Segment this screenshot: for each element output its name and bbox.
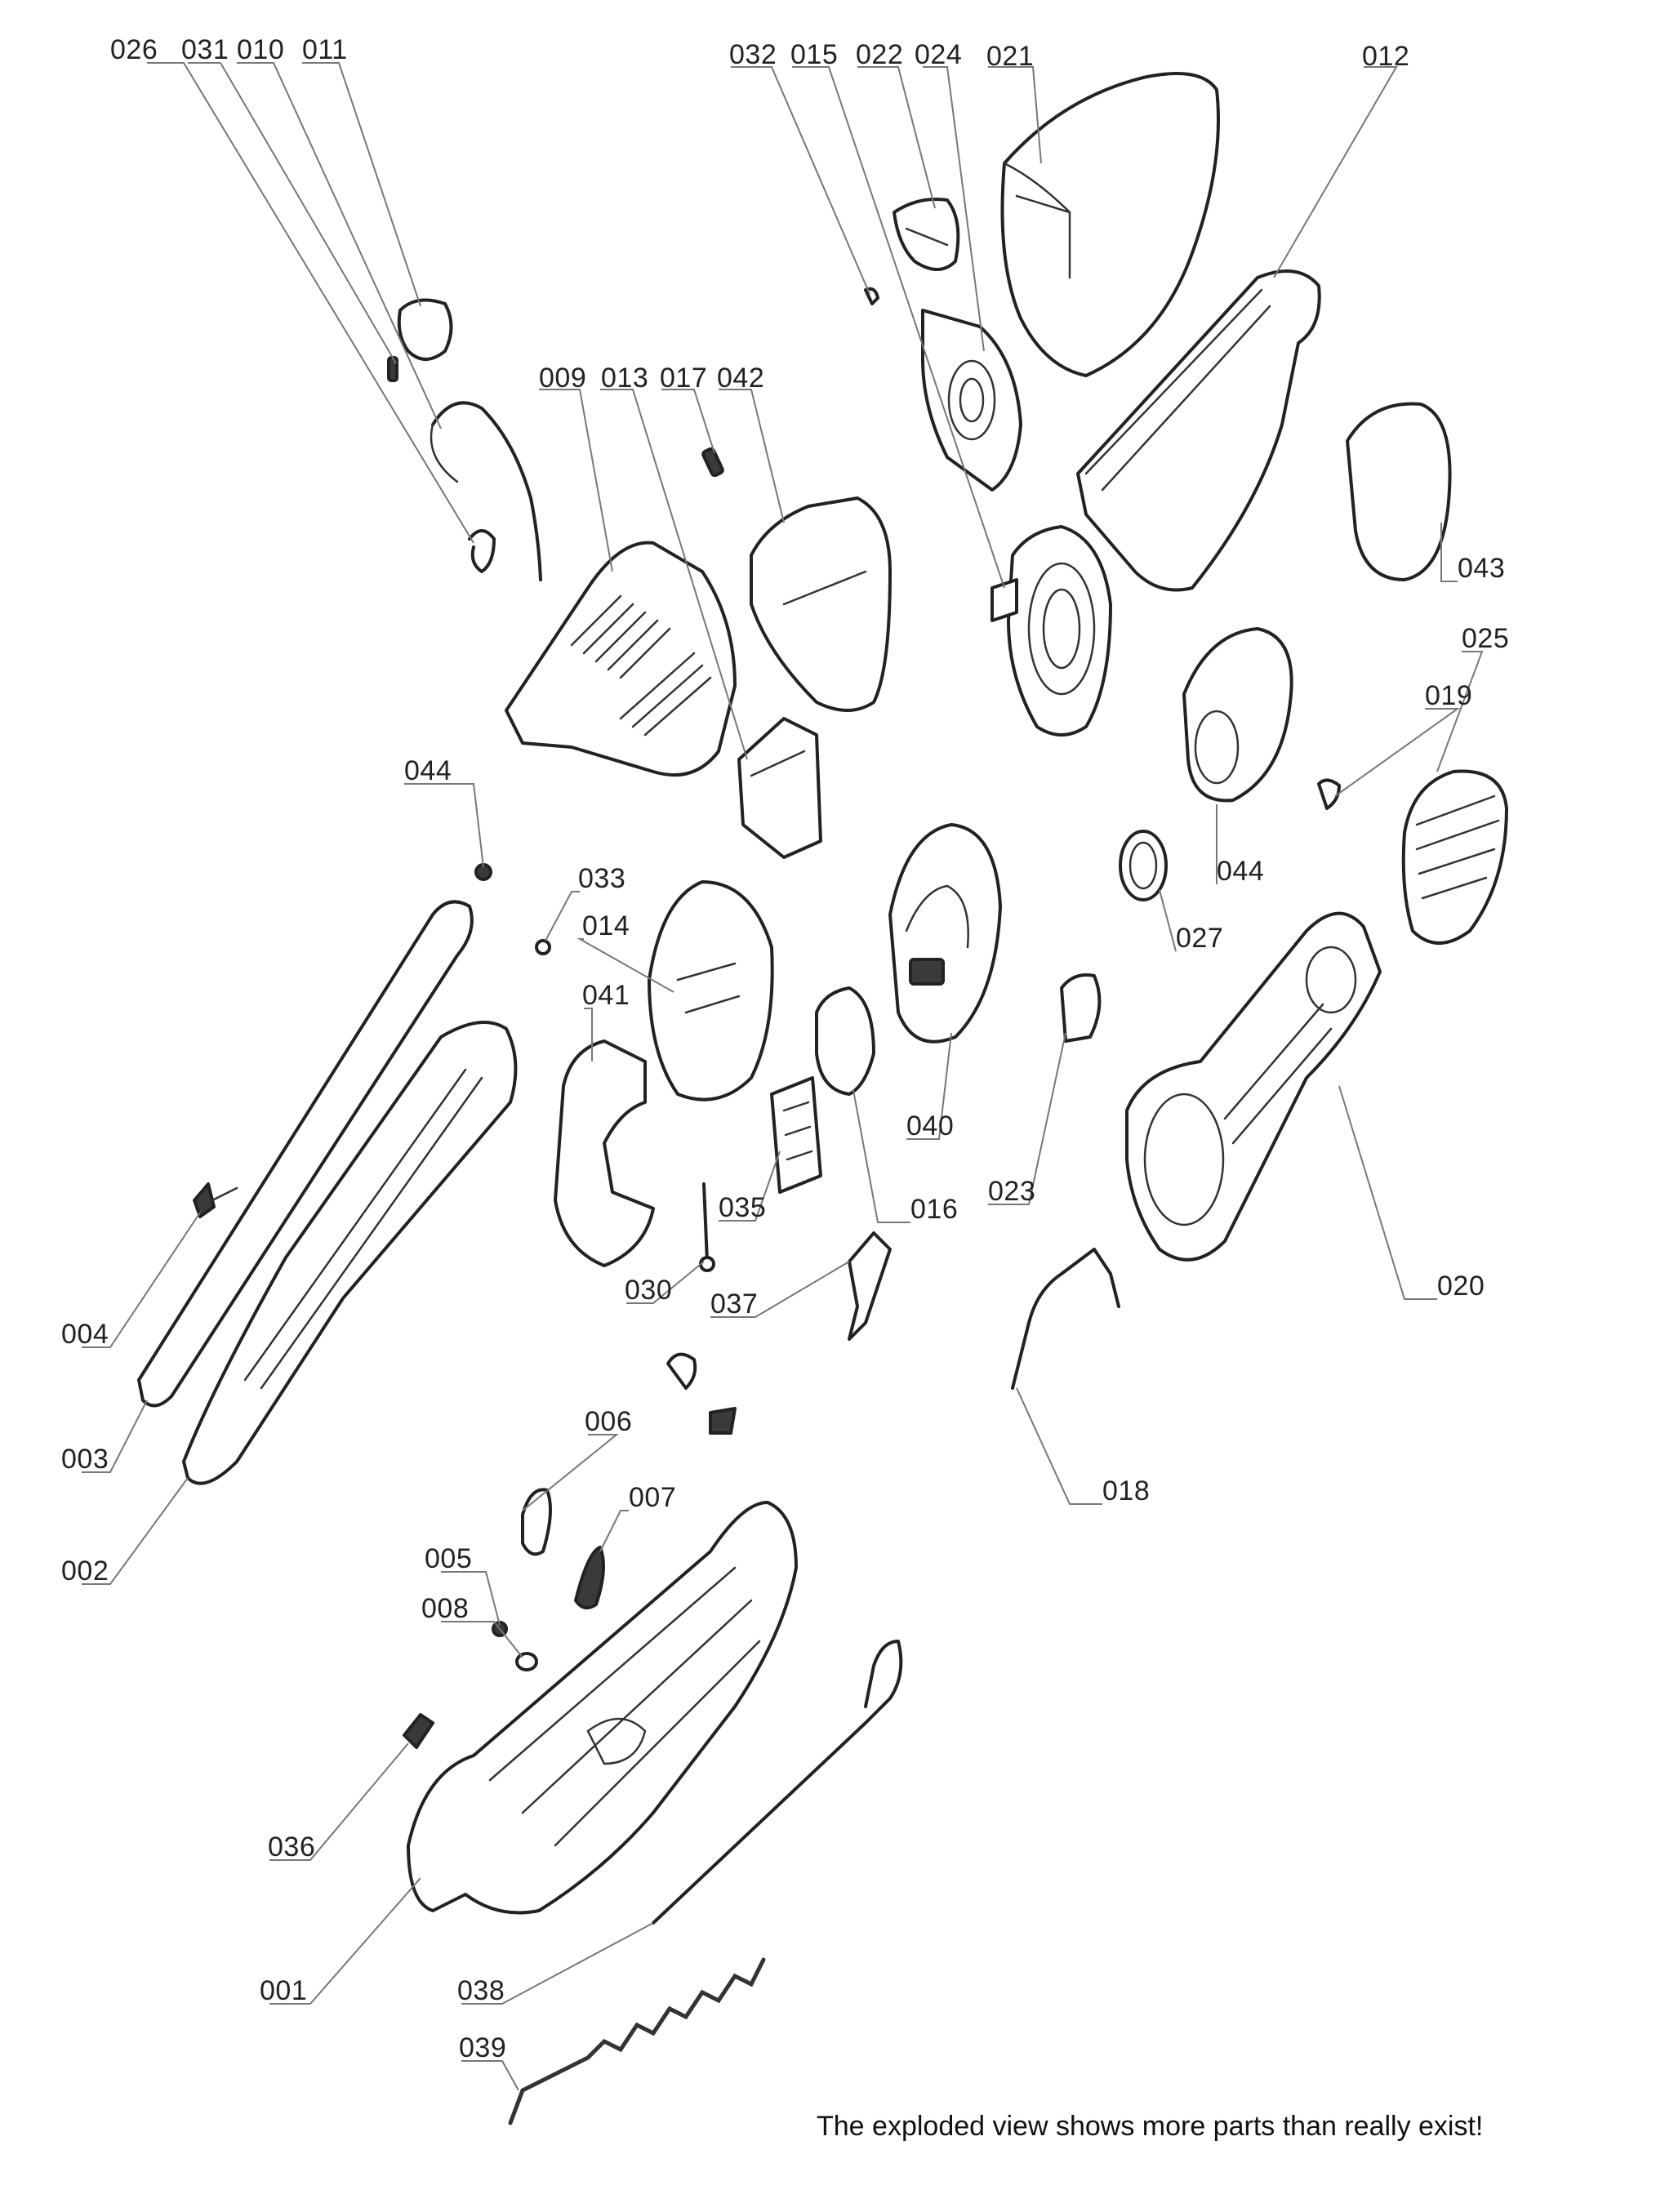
label-040: 040 (906, 1110, 954, 1142)
part-037 (848, 1231, 892, 1341)
part-020 (1125, 911, 1382, 1262)
part-017 (701, 447, 724, 478)
part-035 (770, 1076, 822, 1194)
label-022: 022 (856, 39, 903, 70)
label-030: 030 (625, 1275, 672, 1306)
label-044-left: 044 (404, 755, 452, 786)
label-031: 031 (181, 34, 229, 65)
label-025: 025 (1462, 623, 1509, 654)
part-041 (554, 1039, 655, 1267)
label-020: 020 (1437, 1271, 1485, 1302)
label-017: 017 (660, 363, 707, 394)
label-006: 006 (585, 1406, 632, 1437)
label-003: 003 (61, 1444, 109, 1475)
part-042 (750, 496, 892, 712)
label-044-right: 044 (1217, 856, 1264, 887)
label-012: 012 (1362, 41, 1409, 72)
part-022 (893, 198, 960, 271)
part-033 (535, 939, 551, 955)
part-025 (1401, 769, 1508, 945)
label-019: 019 (1425, 680, 1472, 711)
label-041: 041 (582, 980, 630, 1011)
part-039 (508, 1957, 766, 2125)
part-002 (182, 1021, 518, 1485)
label-018: 018 (1102, 1475, 1150, 1507)
label-011: 011 (302, 34, 348, 65)
label-010: 010 (237, 34, 284, 65)
part-026 (468, 529, 496, 573)
part-013 (737, 717, 822, 859)
label-004: 004 (61, 1319, 109, 1350)
part-019 (1317, 778, 1341, 810)
label-021: 021 (986, 41, 1034, 72)
part-labels: 026 031 010 011 032 015 022 024 021 012 … (61, 34, 1509, 2063)
label-009: 009 (539, 363, 586, 394)
disclaimer-note: The exploded view shows more parts than … (817, 2111, 1483, 2142)
part-044-filter (1182, 627, 1293, 803)
part-010 (430, 401, 542, 581)
part-043 (1346, 402, 1452, 581)
label-002: 002 (61, 1556, 109, 1587)
part-008 (515, 1652, 538, 1671)
label-013: 013 (601, 363, 648, 394)
label-033: 033 (578, 863, 625, 894)
label-008: 008 (421, 1593, 469, 1624)
label-035: 035 (719, 1192, 766, 1223)
label-007: 007 (629, 1482, 676, 1513)
label-023: 023 (988, 1176, 1035, 1207)
part-001 (407, 1501, 798, 1915)
part-003 (137, 900, 474, 1408)
label-042: 042 (717, 363, 764, 394)
part-015 (990, 525, 1112, 737)
label-015: 015 (790, 39, 838, 70)
label-032: 032 (729, 39, 777, 70)
part-007 (574, 1407, 737, 1609)
label-037: 037 (710, 1288, 758, 1320)
label-038: 038 (457, 1975, 505, 2006)
part-040 (888, 823, 1002, 1044)
part-023 (1060, 973, 1102, 1043)
part-011 (397, 298, 453, 361)
part-018 (1011, 1248, 1120, 1390)
part-021 (1000, 72, 1220, 377)
part-012 (1076, 269, 1321, 592)
label-043: 043 (1458, 553, 1505, 584)
part-030 (699, 1182, 715, 1272)
label-039: 039 (459, 2032, 506, 2063)
label-036: 036 (268, 1831, 315, 1863)
label-014: 014 (582, 910, 630, 941)
label-016: 016 (910, 1194, 958, 1225)
label-005: 005 (425, 1543, 472, 1574)
label-027: 027 (1176, 923, 1223, 954)
part-009 (505, 541, 737, 777)
part-024 (921, 309, 1022, 492)
part-006 (521, 1352, 697, 1556)
part-004 (193, 1182, 216, 1218)
label-024: 024 (915, 39, 962, 70)
label-001: 001 (260, 1975, 307, 2006)
part-027 (1119, 830, 1168, 901)
part-036 (403, 1713, 434, 1749)
leader-lines (82, 62, 1484, 2091)
part-032 (864, 287, 879, 305)
label-026: 026 (110, 34, 158, 65)
part-038 (652, 1640, 903, 1925)
part-016 (815, 986, 875, 1096)
part-014 (648, 880, 774, 1102)
